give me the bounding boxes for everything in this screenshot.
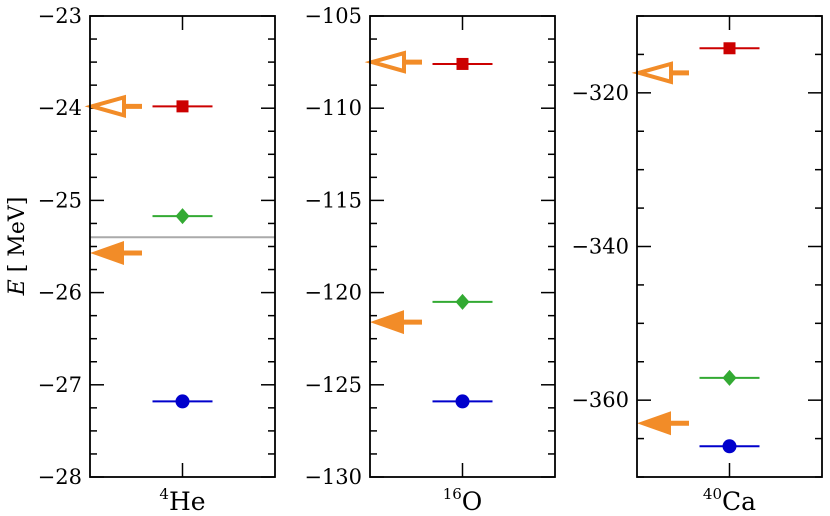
- y-tick-label: −130: [304, 465, 362, 489]
- panel-2: −105 −110 −115 −120 −125 −130 16O: [304, 4, 556, 516]
- y-tick-label: −23: [38, 4, 82, 28]
- y-tick-label: −24: [38, 96, 82, 120]
- y-axis-label-symbol: E: [5, 279, 30, 296]
- marker-circle: [455, 394, 470, 409]
- y-tick-label: −110: [304, 96, 362, 120]
- arrow-filled: [637, 411, 671, 436]
- y-tick-label: −125: [304, 373, 362, 397]
- arrow-open: [364, 50, 406, 74]
- arrow-filled: [90, 240, 124, 265]
- x-axis-label-element: O: [462, 487, 483, 516]
- y-tick-label: −28: [38, 465, 82, 489]
- x-axis-label: 4He: [159, 485, 205, 516]
- marker-circle: [175, 394, 190, 409]
- panel-frame: [369, 15, 556, 478]
- arrow-filled: [370, 310, 404, 335]
- marker-circle: [722, 439, 737, 454]
- x-axis-label: 40Ca: [703, 485, 756, 516]
- panel-frame: [636, 15, 823, 478]
- y-tick-label: −26: [38, 281, 82, 305]
- y-axis-label: E [ MeV]: [5, 197, 30, 297]
- y-tick-label: −105: [304, 4, 362, 28]
- marker-square: [176, 100, 189, 113]
- x-axis-label-mass-number: 16: [443, 485, 462, 503]
- svg-text:E [ MeV]: E [ MeV]: [5, 197, 30, 297]
- y-tick-label: −320: [571, 81, 629, 105]
- y-tick-label: −25: [38, 188, 82, 212]
- y-axis-label-unit: [ MeV]: [5, 197, 30, 280]
- y-tick-label: −27: [38, 373, 82, 397]
- x-axis-label: 16O: [443, 485, 483, 516]
- marker-square: [456, 57, 469, 70]
- panel-3: −320 −340 −360 40Ca: [571, 15, 823, 516]
- arrow-open: [631, 61, 673, 85]
- y-tick-label: −360: [571, 388, 629, 412]
- marker-diamond: [722, 369, 737, 386]
- marker-diamond: [455, 293, 470, 310]
- x-axis-label-mass-number: 40: [703, 485, 722, 503]
- x-axis-label-element: He: [169, 487, 206, 516]
- y-tick-label: −340: [571, 235, 629, 259]
- marker-diamond: [175, 208, 190, 225]
- marker-square: [723, 42, 736, 55]
- x-axis-label-mass-number: 4: [159, 485, 169, 503]
- y-tick-label: −120: [304, 281, 362, 305]
- x-axis-label-element: Ca: [722, 487, 756, 516]
- y-tick-label: −115: [304, 188, 362, 212]
- panel-frame: [89, 15, 276, 478]
- arrow-open: [84, 94, 126, 118]
- panel-1: −23 −24 −25 −26 −27 −28 4He: [38, 4, 276, 516]
